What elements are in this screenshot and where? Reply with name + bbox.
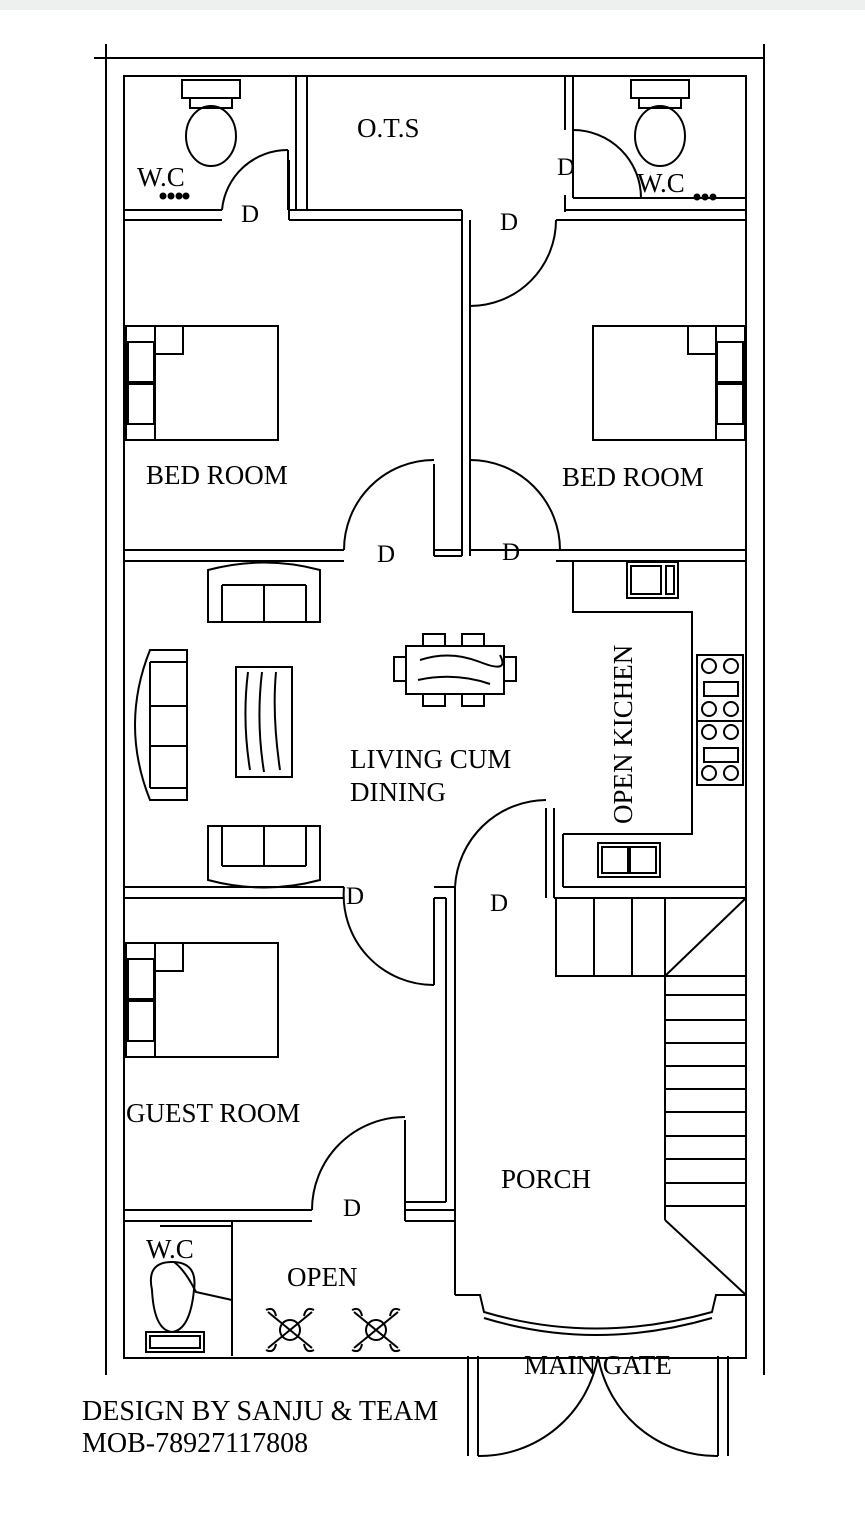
door-label: D [343, 1195, 361, 1222]
door-swing-icon [311, 799, 547, 1211]
room-label-wc-right: W.C [637, 168, 685, 198]
main-gate-icon [467, 1355, 729, 1458]
room-label-living: LIVING CUM [350, 744, 511, 774]
room-label-wc-left: W.C [137, 162, 185, 192]
ots-room [306, 76, 566, 556]
guest-room-walls [124, 886, 456, 1295]
bed-icon [125, 325, 279, 441]
room-label-bed-right: BED ROOM [562, 462, 704, 492]
sofa-icon [207, 561, 321, 623]
porch-curve [455, 1294, 746, 1336]
wc-left-room [124, 76, 462, 221]
door-swing-icon [469, 129, 642, 307]
room-label-ots: O.T.S [357, 113, 420, 143]
toilet-icon [630, 79, 690, 167]
room-label-main-gate: MAIN GATE [524, 1350, 672, 1380]
stove-icon [696, 654, 744, 786]
wc-bottom-room [160, 1220, 233, 1356]
door-swing-icon [343, 459, 561, 551]
outer-walls [94, 44, 765, 1375]
sofa-icon [207, 825, 321, 889]
room-label-open-kitchen: OPEN KICHEN [608, 645, 638, 824]
wash-basin-icon [693, 193, 717, 201]
door-label: D [490, 890, 508, 917]
door-label: D [502, 539, 520, 566]
door-label: D [557, 154, 575, 181]
plant-icon [351, 1307, 401, 1353]
sofa-icon [134, 649, 188, 801]
toilet-icon [145, 1260, 233, 1353]
door-swing-icon [221, 148, 289, 211]
wc-right-room [556, 76, 746, 221]
door-label: D [377, 541, 395, 568]
plant-icon [265, 1307, 315, 1353]
dining-table-icon [393, 633, 517, 707]
bed-icon [125, 942, 279, 1058]
bed-icon [592, 325, 746, 441]
toilet-icon [181, 79, 241, 167]
room-label-wc-bottom: W.C [146, 1234, 194, 1264]
microwave-icon [626, 561, 679, 599]
room-label-dining: DINING [350, 777, 446, 807]
kitchen-sink-icon [597, 842, 661, 878]
room-label-guest: GUEST ROOM [126, 1098, 300, 1128]
room-label-porch: PORCH [501, 1164, 591, 1194]
mobile-number: MOB-78927117808 [82, 1428, 308, 1459]
room-label-bed-left: BED ROOM [146, 460, 288, 490]
staircase-icon [555, 897, 747, 1296]
wash-basin-icon [159, 192, 190, 200]
coffee-table-icon [235, 666, 293, 778]
design-credit: DESIGN BY SANJU & TEAM [82, 1396, 438, 1427]
top-bar [0, 0, 865, 10]
door-label: D [500, 209, 518, 236]
door-label: D [346, 883, 364, 910]
room-label-open: OPEN [287, 1262, 358, 1292]
door-label: D [241, 201, 259, 228]
